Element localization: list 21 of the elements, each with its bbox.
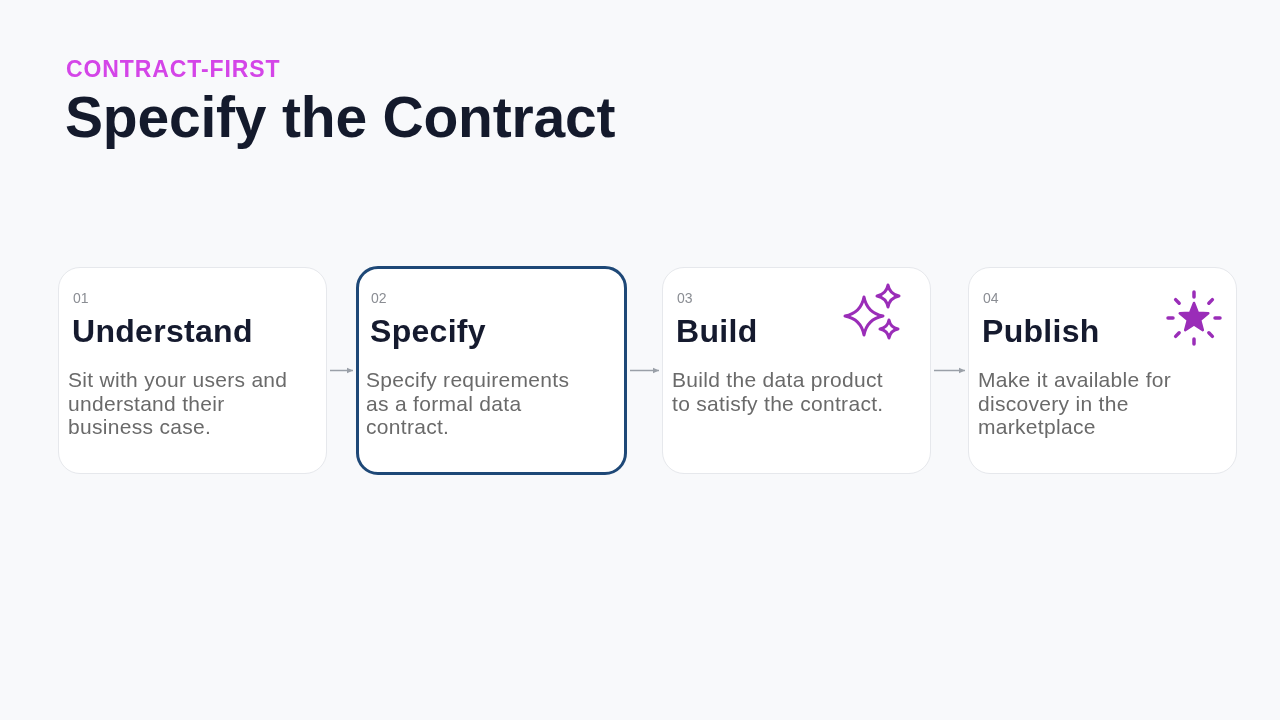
step-title: Understand: [72, 312, 253, 351]
step-description: Make it available for discovery in the marketplace: [978, 368, 1173, 439]
highlighted-step-card: [356, 266, 627, 475]
step-description: Sit with your users and understand their business case.: [68, 368, 289, 439]
eyebrow-label: CONTRACT-FIRST: [66, 56, 281, 82]
step-title: Specify: [370, 312, 486, 351]
arrow: [329, 367, 354, 374]
step-title: Build: [676, 312, 758, 351]
arrow: [933, 367, 966, 374]
step-description: Specify requirements as a formal data contract.: [366, 368, 571, 439]
step-title: Publish: [982, 312, 1100, 351]
step-card: [662, 267, 931, 474]
step-number: 04: [983, 290, 999, 306]
step-card: [968, 267, 1237, 474]
step-number: 02: [371, 290, 387, 306]
step-description: Build the data product to satisfy the contract.: [672, 368, 885, 415]
step-card: [58, 267, 327, 474]
step-number: 01: [73, 290, 89, 306]
step-number: 03: [677, 290, 693, 306]
slide-title: Specify the Contract: [65, 84, 616, 150]
arrow: [629, 367, 660, 374]
